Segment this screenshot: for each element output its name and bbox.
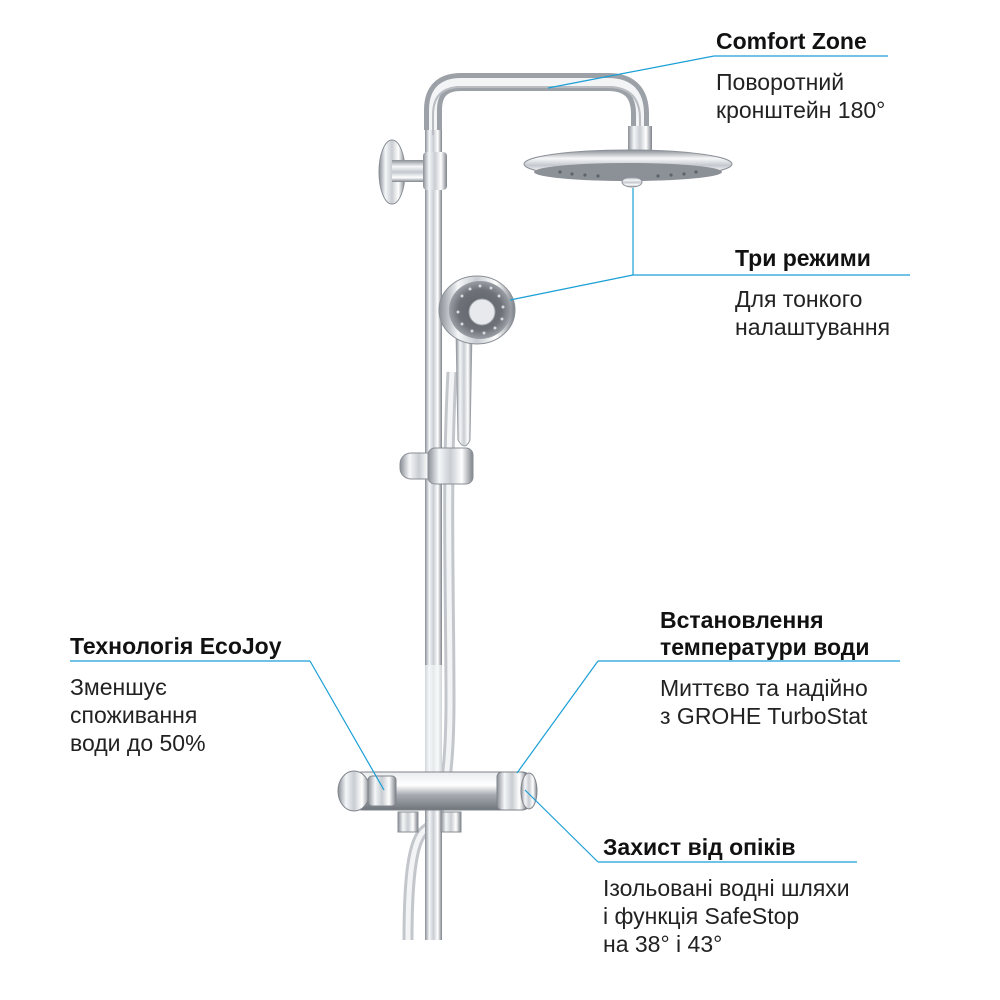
callout-ecojoy: Технологія EcoJoy Зменшує споживання вод… (70, 633, 282, 757)
description-line: Для тонкого (735, 286, 863, 312)
shower-hose (402, 371, 458, 941)
title-line: Встановлення (660, 607, 824, 633)
description-line: споживання (70, 702, 198, 728)
title-line: температури води (660, 634, 870, 660)
hand-shower (438, 275, 516, 447)
callout-description: Ізольовані водні шляхи і функція SafeSto… (603, 874, 850, 958)
callout-temperature: Встановлення температури води Миттєво та… (660, 607, 870, 730)
description-line: Поворотний (716, 69, 845, 95)
wall-bracket (378, 139, 447, 205)
description-line: кронштейн 180° (716, 97, 886, 123)
callout-description: Для тонкого налаштування (735, 285, 890, 341)
callout-title: Comfort Zone (716, 28, 867, 54)
callout-title: Три режими (735, 245, 871, 271)
callout-title: Встановлення температури води (660, 607, 870, 661)
callout-three-modes: Три режими Для тонкого налаштування (735, 245, 890, 341)
description-line: Зменшує (70, 674, 167, 700)
callout-description: Миттєво та надійно з GROHE TurboStat (660, 674, 870, 730)
callout-description: Зменшує споживання води до 50% (70, 673, 282, 757)
description-line: з GROHE TurboStat (660, 703, 868, 729)
callout-title: Захист від опіків (603, 834, 796, 860)
description-line: і функція SafeStop (603, 903, 800, 929)
overhead-shower (523, 126, 733, 188)
callout-comfort-zone: Comfort Zone Поворотний кронштейн 180° (716, 28, 885, 124)
description-line: води до 50% (70, 730, 206, 756)
description-line: Миттєво та надійно (660, 675, 868, 701)
shower-slider (399, 447, 474, 485)
description-line: налаштування (735, 314, 891, 340)
description-line: на 38° і 43° (603, 931, 723, 957)
riser-rail (425, 120, 442, 940)
callout-title: Технологія EcoJoy (70, 633, 282, 659)
description-line: Ізольовані водні шляхи (603, 875, 850, 901)
callout-lines (70, 55, 910, 863)
callout-scald-protection: Захист від опіків Ізольовані водні шляхи… (603, 834, 850, 958)
thermostat (337, 770, 538, 833)
swivel-arm (424, 73, 649, 135)
callout-description: Поворотний кронштейн 180° (716, 68, 885, 124)
